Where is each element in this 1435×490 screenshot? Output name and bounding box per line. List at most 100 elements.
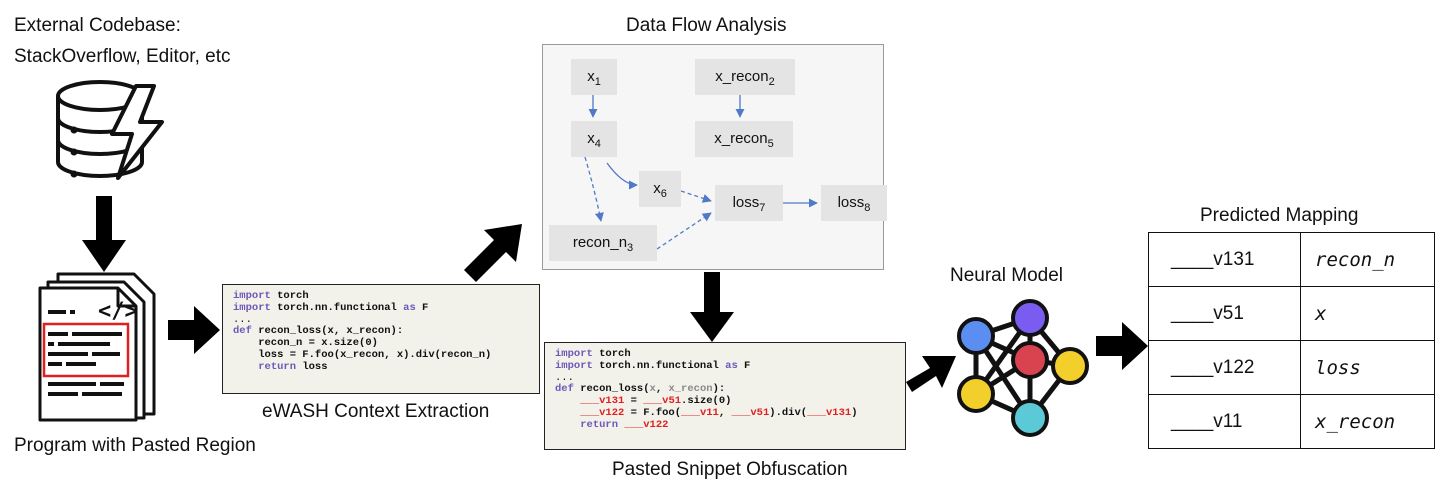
arrow-diagonal-to-model xyxy=(906,356,956,392)
node-loss7: loss7 xyxy=(715,185,783,221)
edge-x6-loss7 xyxy=(680,190,712,203)
database-lightning-icon xyxy=(56,80,164,180)
mapping-key: ____v122 xyxy=(1148,340,1301,395)
obf-text: .size(0) xyxy=(681,395,732,408)
node-label: x xyxy=(587,68,595,85)
node-subscript: 2 xyxy=(768,76,775,88)
node-x-recon5: x_recon5 xyxy=(695,121,793,157)
obf-text: = xyxy=(624,395,644,408)
neuron-yellow-left xyxy=(957,375,995,413)
ctx-line-5: recon_n = x.size(0) xyxy=(233,337,378,350)
obf-indent xyxy=(555,395,580,407)
ctx-kw: import xyxy=(233,301,271,314)
mapping-table: ____v131 recon_n ____v51 x ____v122 loss… xyxy=(1148,232,1435,449)
edge-x4-x6 xyxy=(606,162,638,190)
obf-kw: return xyxy=(580,418,619,431)
arrow-right-2 xyxy=(1096,322,1148,370)
neuron-purple xyxy=(1011,299,1049,337)
obf-line-4: def recon_loss(x, x_recon): xyxy=(555,383,895,396)
neural-model-label: Neural Model xyxy=(950,265,1063,286)
obf-text: torch xyxy=(592,348,631,360)
obf-line-5: ___v131 = ___v51.size(0) xyxy=(555,395,895,408)
obf-indent xyxy=(555,407,580,419)
obf-kw: as xyxy=(725,359,738,372)
ctx-line-2: import torch.nn.functional as F xyxy=(233,301,529,315)
edge-recon-loss7 xyxy=(656,212,712,250)
node-subscript: 1 xyxy=(594,76,601,88)
mapping-value: recon_n xyxy=(1300,232,1435,287)
ewash-label: eWASH Context Extraction xyxy=(262,401,490,422)
mapping-key: ____v51 xyxy=(1148,286,1301,341)
obf-indent xyxy=(555,419,580,431)
arrow-down-1 xyxy=(82,196,126,272)
table-row: ____v11 x_recon xyxy=(1148,394,1435,449)
table-row: ____v122 loss xyxy=(1148,340,1435,395)
svg-text:</>: </> xyxy=(98,299,138,324)
node-recon-n3: recon_n3 xyxy=(549,225,657,261)
node-x6: x6 xyxy=(639,171,681,207)
neural-network-icon xyxy=(957,299,1089,437)
node-label: x_recon xyxy=(714,130,768,147)
obf-var: ___v11 xyxy=(681,406,719,419)
node-label: x xyxy=(653,180,661,197)
ctx-kw: import xyxy=(233,290,271,302)
obf-var: ___v122 xyxy=(624,418,669,431)
mapping-title: Predicted Mapping xyxy=(1200,205,1359,226)
table-row: ____v131 recon_n xyxy=(1148,232,1435,287)
arrow-down-2 xyxy=(690,272,734,342)
obf-line-3: ... xyxy=(555,371,574,384)
node-x1: x1 xyxy=(571,59,617,95)
table-row: ____v51 x xyxy=(1148,286,1435,341)
ctx-text: torch.nn.functional xyxy=(270,301,404,314)
ctx-line-7: return loss xyxy=(233,360,529,374)
obf-param: x_recon xyxy=(668,383,713,396)
node-x-recon2: x_recon2 xyxy=(695,59,795,95)
dataflow-edges xyxy=(584,93,818,250)
node-subscript: 5 xyxy=(767,138,774,150)
node-label: recon_n xyxy=(572,234,628,251)
ctx-text: recon_loss(x, x_recon): xyxy=(251,325,404,338)
obf-var: ___v131 xyxy=(580,395,625,408)
obf-text: F xyxy=(737,359,751,372)
mapping-value: loss xyxy=(1300,340,1435,395)
obf-kw: import xyxy=(555,359,593,372)
node-subscript: 3 xyxy=(627,242,634,254)
obf-var: ___v51 xyxy=(731,406,770,419)
obfuscation-label: Pasted Snippet Obfuscation xyxy=(612,459,848,480)
neuron-red xyxy=(1011,341,1049,379)
ctx-line-6: loss = F.foo(x_recon, x).div(recon_n) xyxy=(233,348,492,361)
node-label: x xyxy=(587,130,595,147)
obf-text: , xyxy=(655,383,669,396)
ctx-kw: as xyxy=(403,301,416,314)
mapping-key: ____v11 xyxy=(1148,394,1301,449)
obf-line-6: ___v122 = F.foo(___v11, ___v51).div(___v… xyxy=(555,406,895,420)
node-loss8: loss8 xyxy=(821,185,887,221)
obf-text: torch.nn.functional xyxy=(592,359,726,372)
mapping-value: x_recon xyxy=(1300,394,1435,449)
program-label: Program with Pasted Region xyxy=(14,435,256,456)
obf-text: ) xyxy=(851,406,858,419)
neuron-cyan xyxy=(1011,399,1049,437)
obf-text: ).div( xyxy=(769,406,808,419)
obf-text: = F.foo( xyxy=(624,406,682,419)
edge-x4-recon xyxy=(584,156,604,222)
ctx-text: F xyxy=(415,301,429,314)
node-x4: x4 xyxy=(571,121,617,157)
ctx-indent xyxy=(233,361,258,373)
node-subscript: 4 xyxy=(594,138,601,150)
obf-kw: import xyxy=(555,348,593,360)
ctx-kw: return xyxy=(258,360,297,373)
node-label: x_recon xyxy=(715,68,769,85)
obf-var: ___v51 xyxy=(643,395,682,408)
external-codebase-subtitle: StackOverflow, Editor, etc xyxy=(14,46,231,67)
obf-var: ___v131 xyxy=(807,406,852,419)
obf-text: ): xyxy=(712,383,726,396)
neuron-blue xyxy=(957,317,995,355)
node-subscript: 6 xyxy=(660,188,667,200)
document-code-icon: </> xyxy=(38,272,156,422)
mapping-key: ____v131 xyxy=(1148,232,1301,287)
obf-param: x xyxy=(649,383,656,396)
node-label: loss xyxy=(837,194,865,211)
